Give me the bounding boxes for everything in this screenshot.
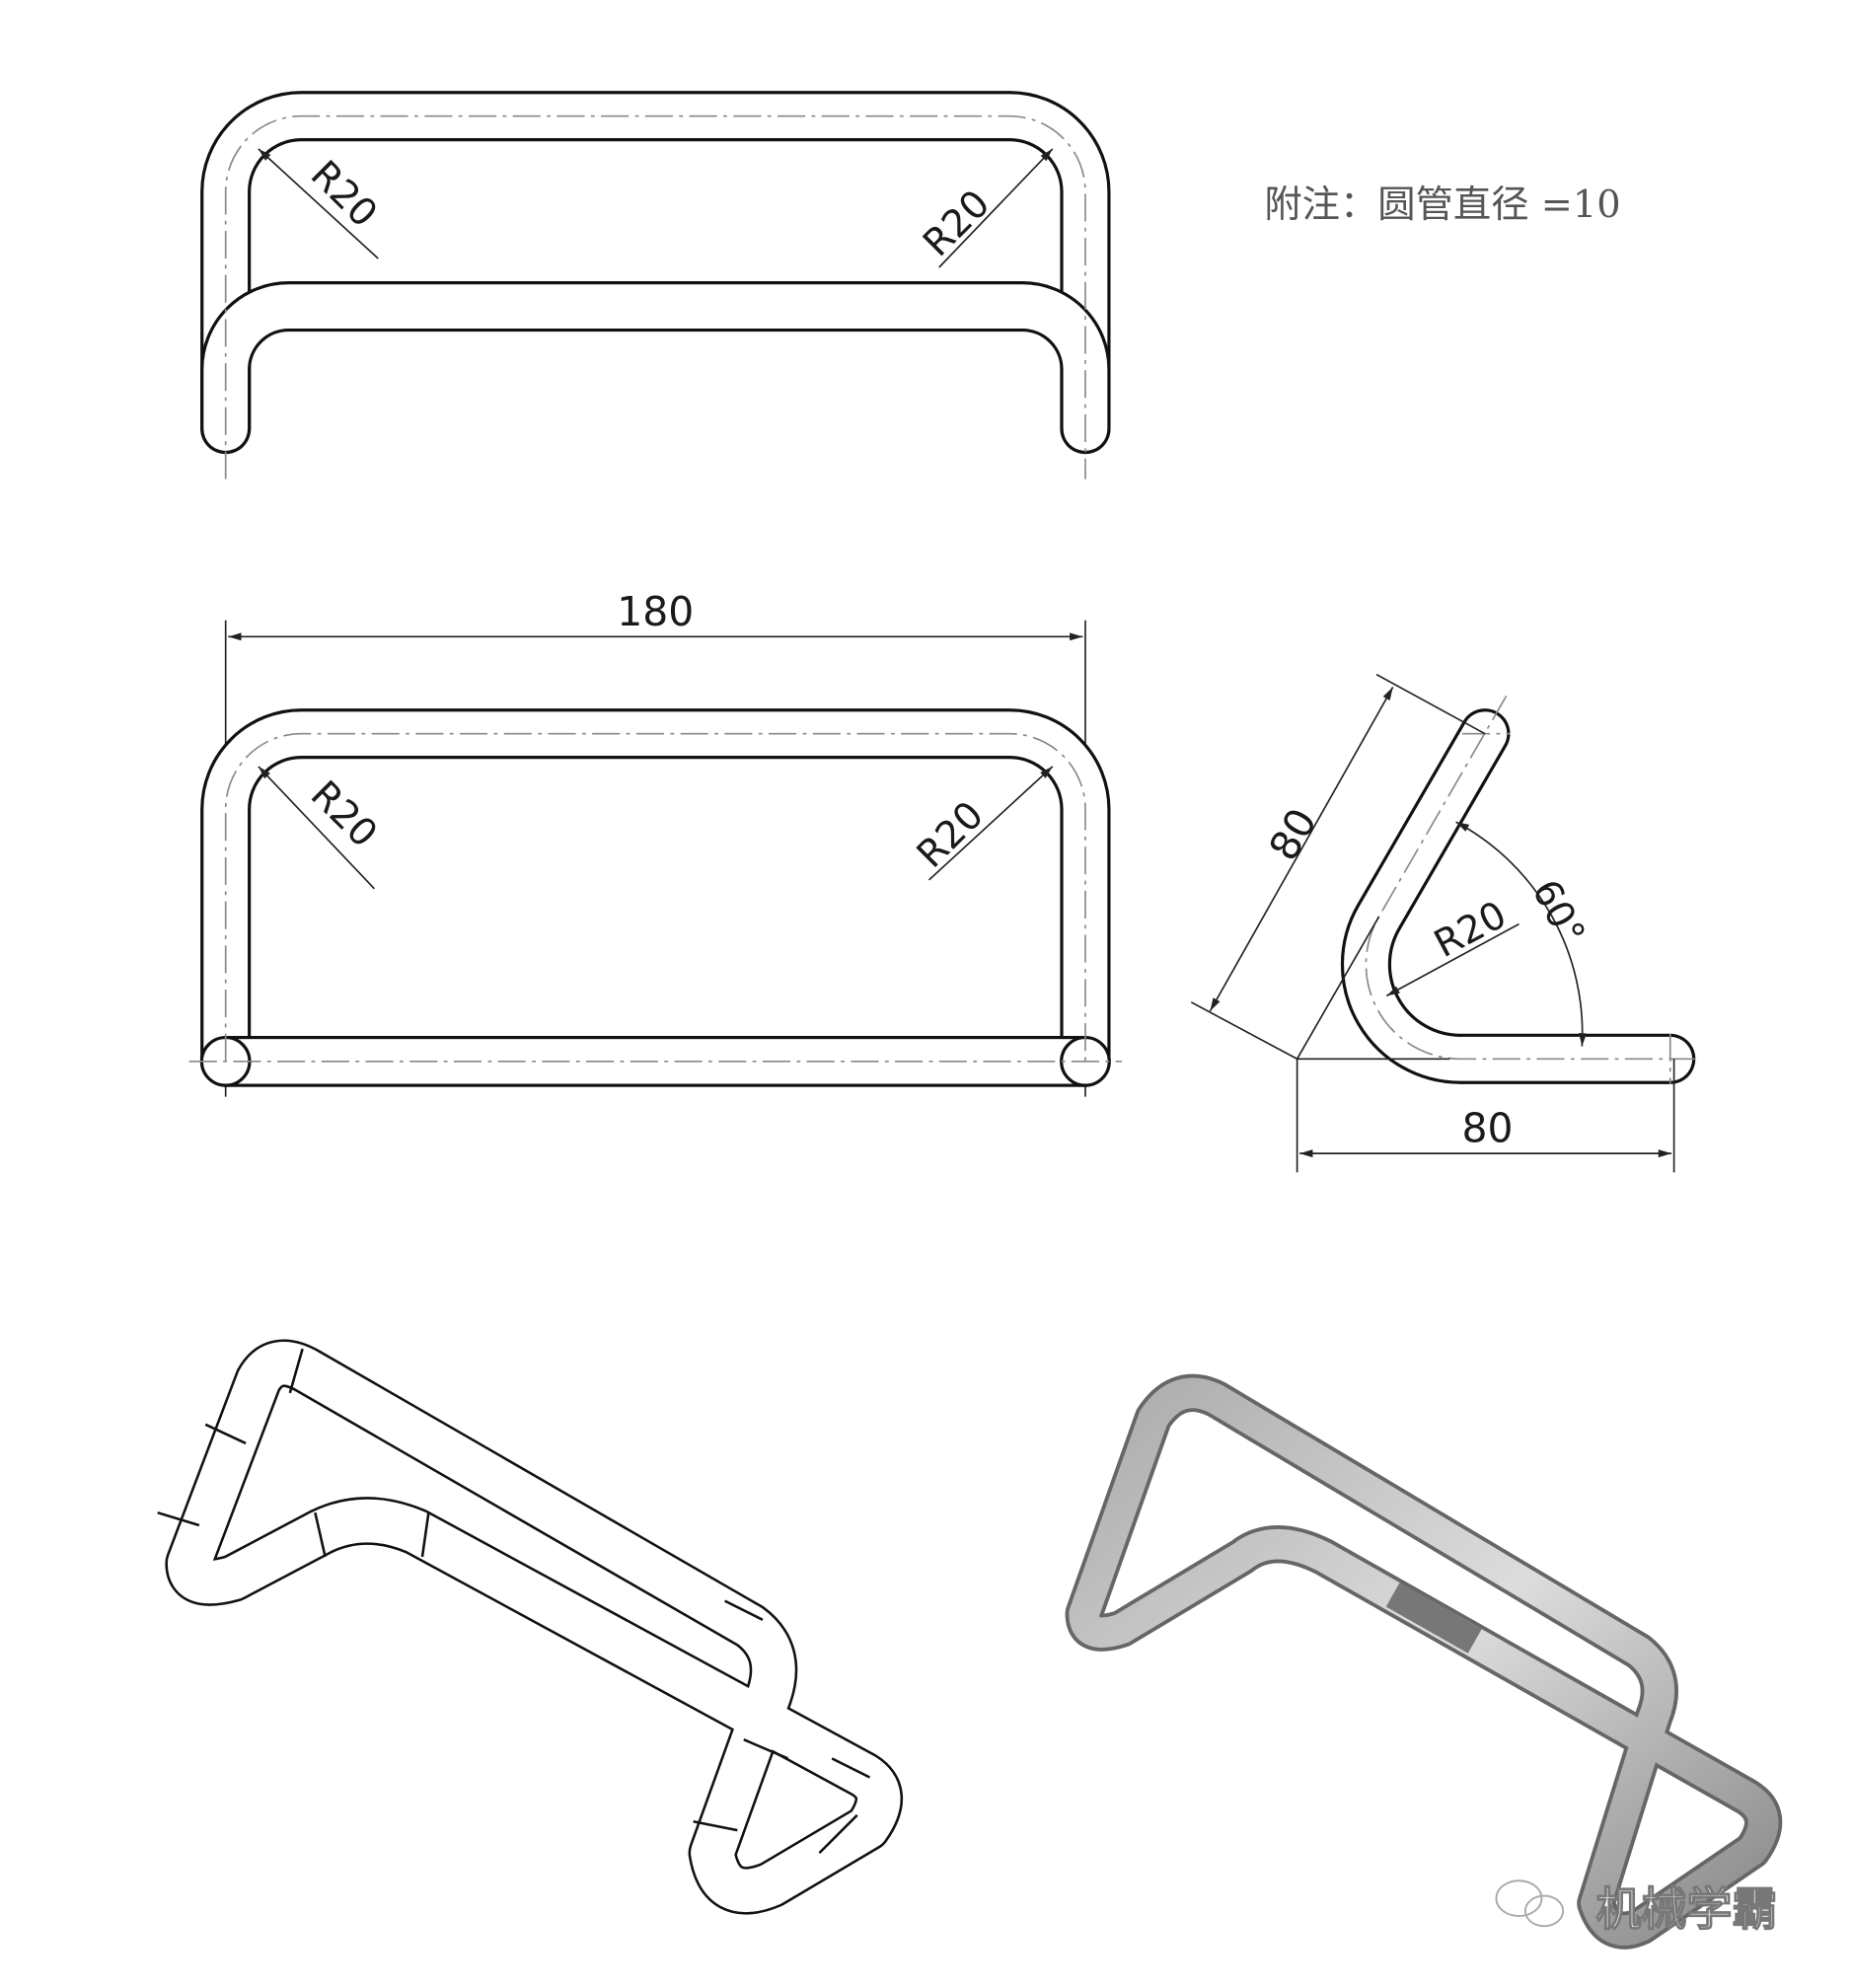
angle-label: 60° — [1522, 872, 1594, 952]
top-view: R20 R20 — [200, 91, 1111, 479]
watermark-text: 机械学霸 — [1595, 1882, 1777, 1936]
isometric-line-view — [157, 1339, 904, 1915]
note-tube-diameter: 附注：圆管直径 =10 — [1264, 183, 1620, 227]
width-dimension-label: 180 — [617, 588, 694, 635]
top-radius-left-label: R20 — [302, 152, 386, 236]
incline-length-label: 80 — [1260, 800, 1327, 868]
front-radius-right-label: R20 — [909, 793, 993, 877]
side-view: 80 80 R20 60° — [1190, 673, 1696, 1173]
bend-radius-label: R20 — [1427, 893, 1514, 967]
isometric-shaded-view — [1065, 1373, 1783, 1950]
front-view: 180 R20 R20 — [188, 588, 1123, 1097]
top-radius-right-label: R20 — [915, 182, 999, 265]
base-length-label: 80 — [1462, 1105, 1514, 1152]
watermark: 机械学霸 — [1495, 1879, 1778, 1937]
front-radius-left-label: R20 — [302, 773, 386, 856]
wechat-icon — [1495, 1879, 1565, 1928]
